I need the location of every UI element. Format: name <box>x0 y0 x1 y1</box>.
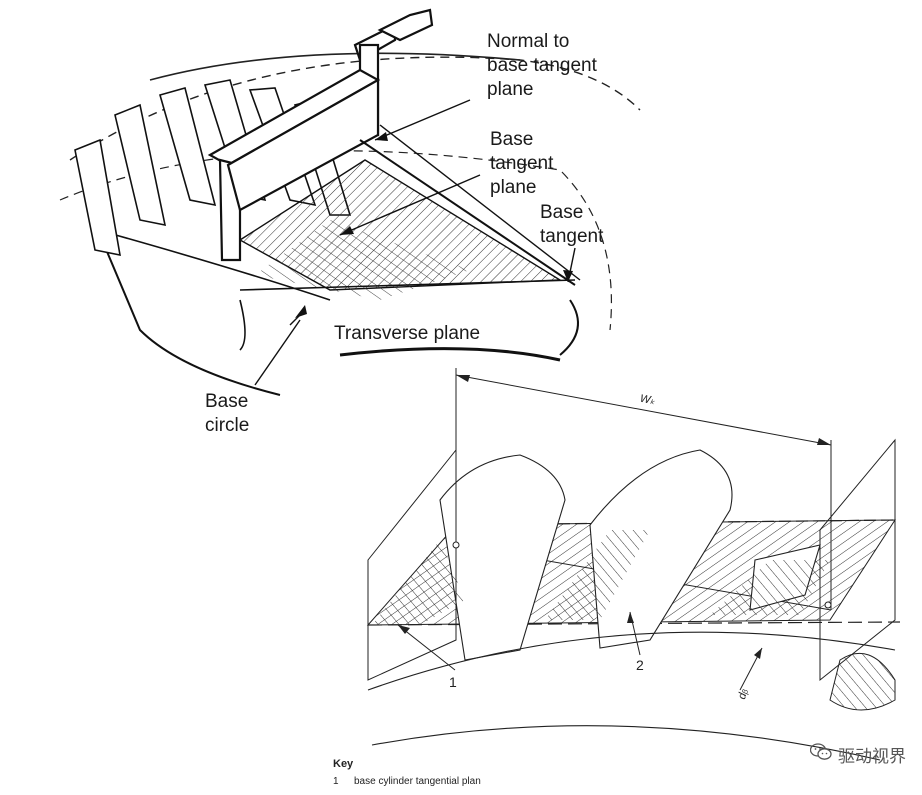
key-item-text: base cylinder tangential plan <box>354 776 481 787</box>
contact-point-left <box>452 541 460 549</box>
callout-2: 2 <box>636 657 644 673</box>
base-tangent-line <box>239 279 576 291</box>
contact-point-right <box>824 601 832 609</box>
base-cylinder-arc-2 <box>371 725 881 761</box>
gear-solid-outer-arc <box>149 52 521 81</box>
right-tangent-plane <box>819 438 896 682</box>
base-cylinder-arc-1 <box>367 631 896 691</box>
gear-mid-dashed-arc <box>59 150 613 331</box>
label-base-circle: Base circle <box>205 391 250 436</box>
label-base-tangent: Base tangent <box>540 202 604 247</box>
gear-rim <box>99 234 281 396</box>
wk-dimension-line <box>455 374 832 446</box>
wechat-icon <box>809 743 832 766</box>
leader-base-circle <box>254 319 301 386</box>
watermark-text: 驱动视界 <box>838 747 906 767</box>
label-normal-to-plane: Normal to base tangent plane <box>487 31 597 100</box>
gear-outer-dashed-arc <box>69 56 641 161</box>
key-title: Key <box>333 758 354 770</box>
label-transverse-plane: Transverse plane <box>334 323 481 344</box>
measuring-fixture <box>207 8 434 262</box>
left-tangent-plane <box>367 448 457 681</box>
key-item-number: 1 <box>333 776 339 787</box>
leader-normal <box>374 99 471 141</box>
leader-base-tangent-plane <box>339 174 481 236</box>
leader-callout-1 <box>397 624 456 671</box>
transverse-plane-arc <box>339 347 561 362</box>
label-base-tangent-plane: Base tangent plane <box>490 129 554 198</box>
label-wk: Wₖ <box>638 392 656 408</box>
callout-1: 1 <box>449 674 457 690</box>
watermark: 驱动视界 <box>809 742 906 767</box>
